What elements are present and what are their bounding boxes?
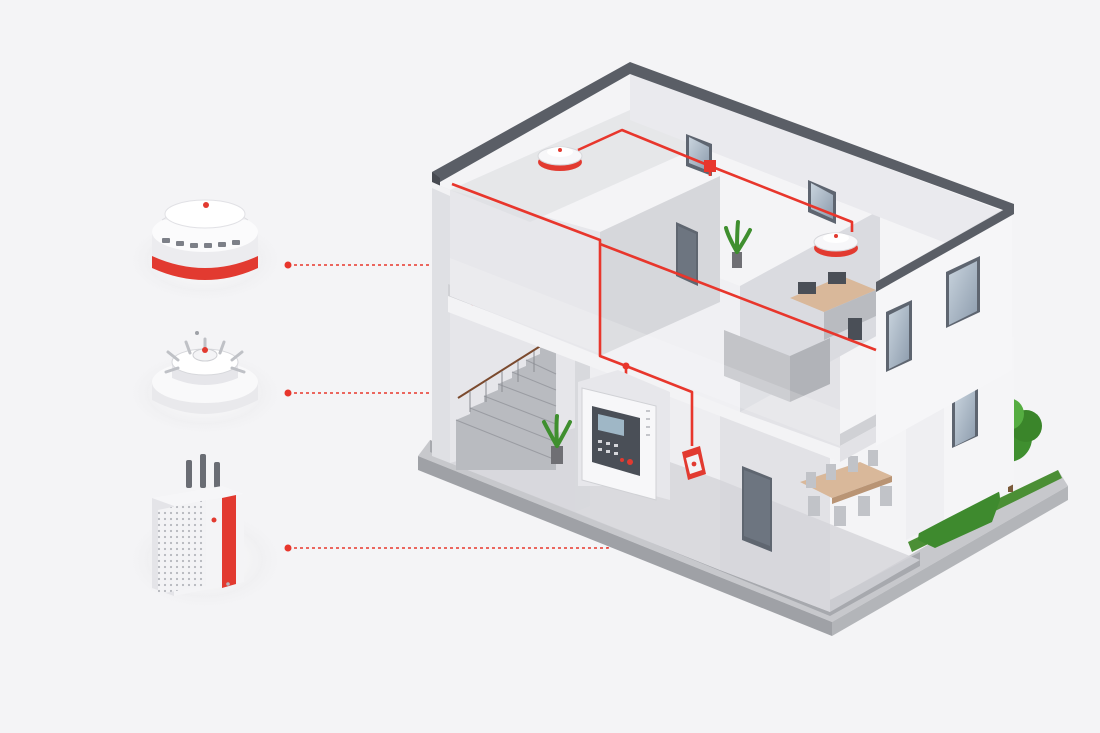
- heat-detector-icon: [152, 331, 258, 414]
- communication-module-icon: [152, 454, 244, 596]
- ceiling-smoke-detector-icon: [537, 146, 583, 171]
- ceiling-smoke-detector-icon: [813, 232, 859, 257]
- manual-call-point-icon: [682, 446, 706, 480]
- smoke-detector-leader: [288, 264, 473, 312]
- building-cutaway: [418, 62, 1068, 636]
- office-desk: [790, 272, 876, 340]
- dining-set: [800, 450, 892, 526]
- plant: [542, 414, 572, 464]
- fire-alarm-control-panel-icon: [578, 370, 670, 501]
- plant: [724, 220, 752, 268]
- communication-module-leader: [288, 500, 609, 549]
- smoke-detector-icon: [152, 199, 258, 280]
- staircase: [455, 339, 557, 470]
